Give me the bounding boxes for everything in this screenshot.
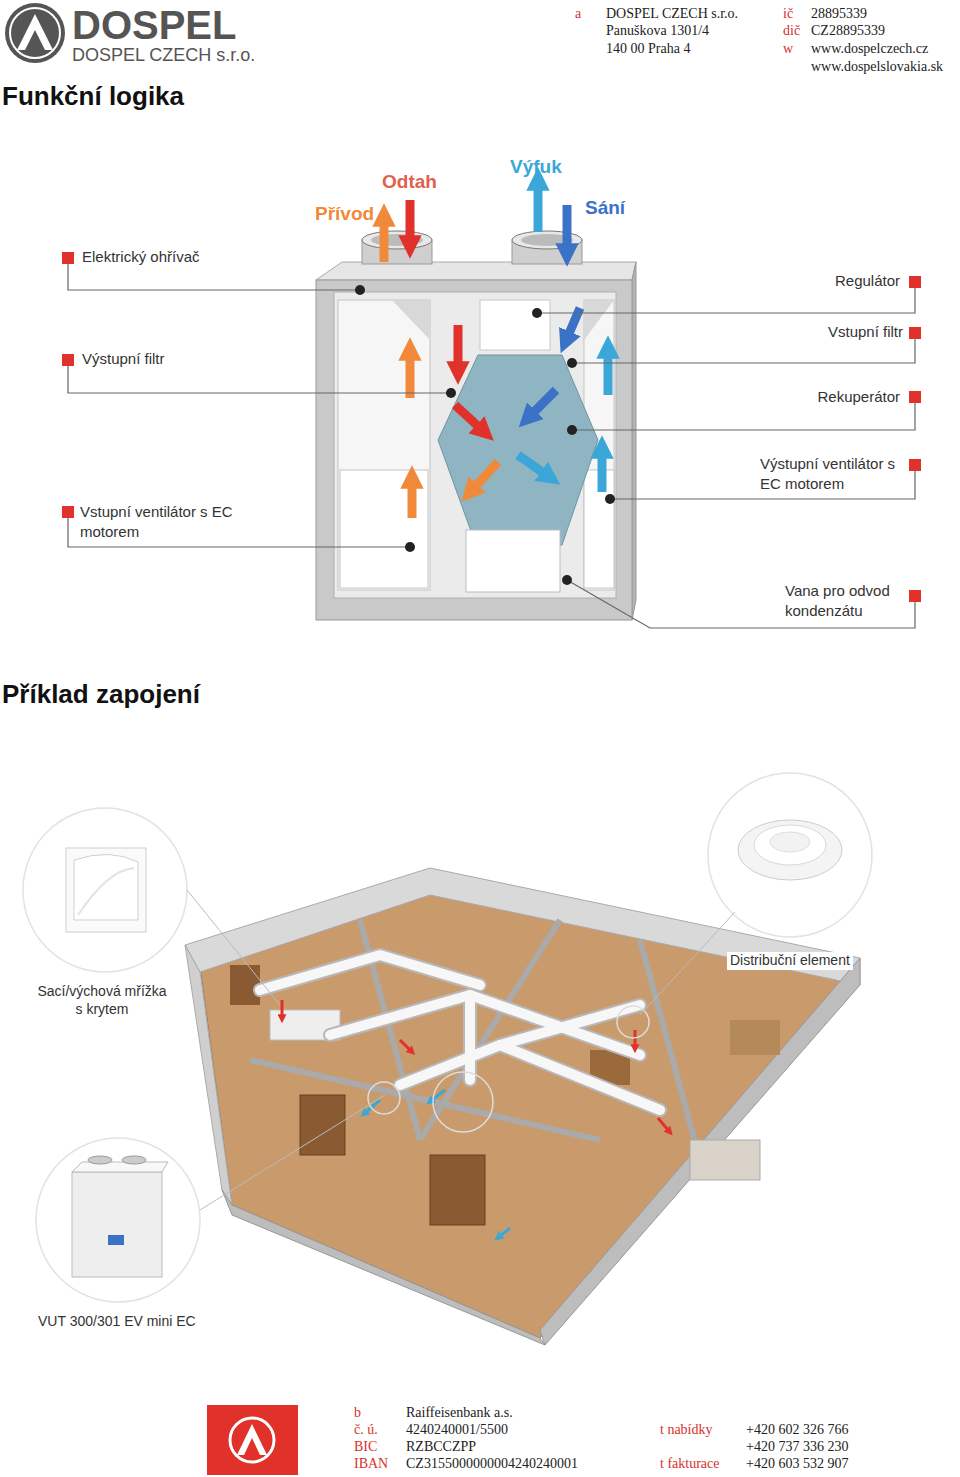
field-key: t fakturace: [660, 1455, 719, 1473]
field-value: RZBCCZPP: [406, 1438, 476, 1456]
part-label: Elektrický ohřívač: [82, 248, 200, 267]
leader-markers: [62, 252, 921, 602]
part-label: Výstupní filtr: [82, 350, 165, 369]
section-heading: Příklad zapojení: [2, 678, 200, 711]
company-subname: DOSPEL CZECH s.r.o.: [72, 44, 255, 67]
field-value: 4240240001/5500: [406, 1421, 508, 1439]
field-key: č. ú.: [354, 1421, 378, 1439]
unit-illustration: [316, 186, 636, 620]
field-value: Raiffeisenbank a.s.: [406, 1404, 513, 1422]
phone-number: +420 737 336 230: [746, 1438, 848, 1456]
leader-lines: [68, 264, 915, 628]
airflow-label: Přívod: [315, 202, 374, 226]
company-name: DOSPEL: [72, 0, 236, 50]
address-line: DOSPEL CZECH s.r.o.: [606, 5, 738, 23]
part-label: Rekuperátor: [817, 388, 900, 407]
field-key: w: [783, 40, 793, 58]
phone-number: +420 602 326 766: [746, 1421, 848, 1439]
part-label: Vstupní ventilátor s EC motorem: [80, 502, 245, 542]
field-key: BIC: [354, 1438, 377, 1456]
field-key: ič: [783, 5, 793, 23]
field-value: CZ28895339: [811, 22, 885, 40]
address-line: 140 00 Praha 4: [606, 40, 690, 58]
field-key: IBAN: [354, 1455, 388, 1473]
part-label: Regulátor: [835, 272, 900, 291]
field-key: b: [354, 1404, 361, 1422]
address-line: Panuškova 1301/4: [606, 22, 709, 40]
part-label: Vana pro odvod kondenzátu: [785, 581, 907, 621]
field-value: CZ3155000000004240240001: [406, 1455, 578, 1473]
house-illustration: [185, 868, 860, 1345]
model-label: VUT 300/301 EV mini EC: [38, 1313, 196, 1331]
part-label: Sací/výchová mřížka s krytem: [32, 983, 172, 1018]
part-label: Výstupní ventilátor s EC motorem: [760, 454, 910, 494]
page-title: Funkční logika: [2, 80, 184, 113]
detail-callouts: [23, 773, 872, 1302]
field-value: 28895339: [811, 5, 867, 23]
phone-number: +420 603 532 907: [746, 1455, 848, 1473]
field-value: www.dospelslovakia.sk: [811, 58, 943, 76]
company-logo: [5, 3, 65, 63]
field-key: dič: [783, 22, 800, 40]
airflow-label: Sání: [585, 196, 625, 220]
airflow-label: Odtah: [382, 170, 437, 194]
footer-logo: [207, 1405, 298, 1475]
part-label: Distribuční element: [727, 952, 853, 970]
field-key: t nabídky: [660, 1421, 713, 1439]
field-value: www.dospelczech.cz: [811, 40, 928, 58]
field-key: a: [575, 5, 581, 23]
airflow-label: Výfuk: [510, 155, 562, 179]
part-label: Vstupní filtr: [828, 323, 903, 342]
